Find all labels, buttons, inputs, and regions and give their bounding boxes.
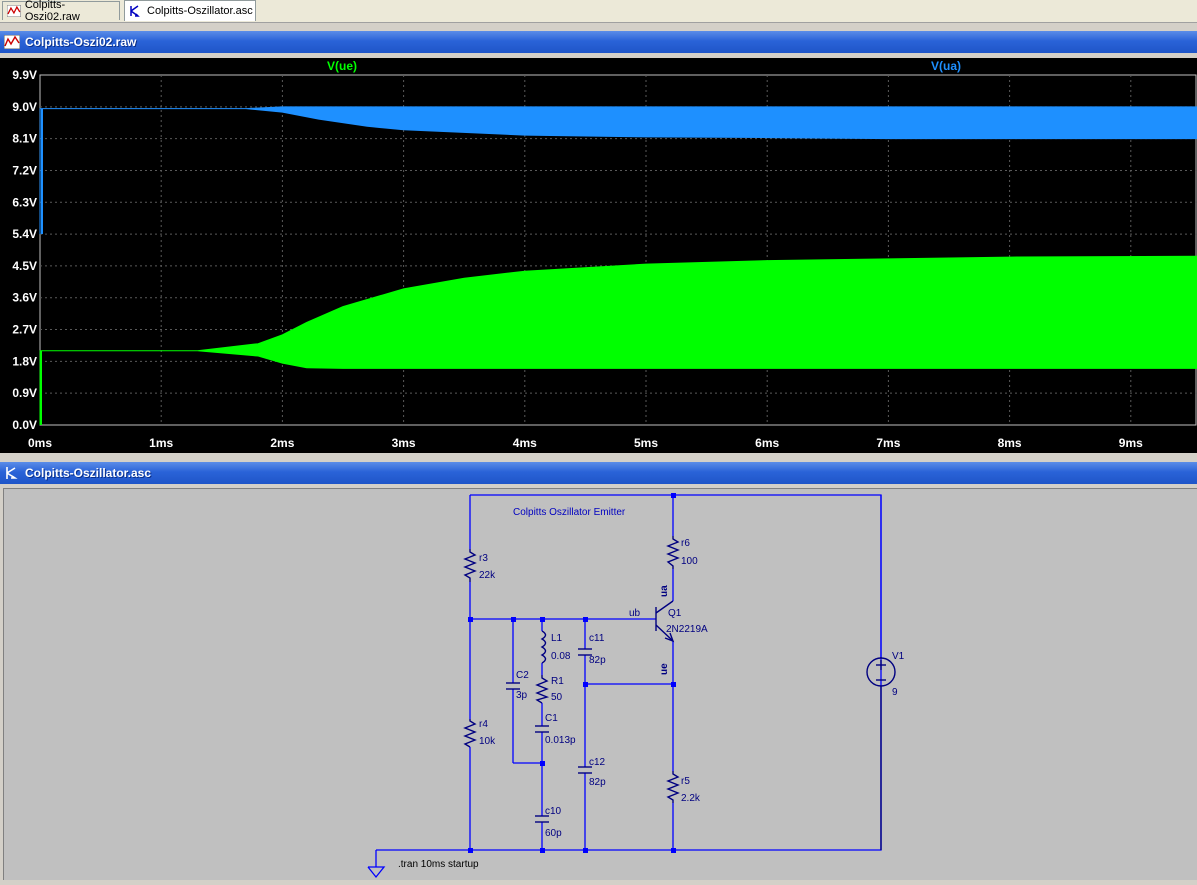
x-tick-label: 7ms [876,436,900,450]
schematic-icon [6,467,18,479]
label-V1-name[interactable]: V1 [892,651,905,662]
net-label-ub[interactable]: ub [629,608,641,619]
y-tick-label: 5.4V [12,227,37,241]
component-symbols [463,536,896,850]
trace-ue[interactable] [39,255,1197,426]
tab-label: Colpitts-Oszillator.asc [147,5,253,17]
x-tick-label: 5ms [634,436,658,450]
trace-ua[interactable] [39,106,1197,235]
y-tick-label: 4.5V [12,259,37,273]
resistor-r4-symbol [463,719,477,748]
legend-ua[interactable]: V(ua) [931,59,961,73]
x-tick-label: 9ms [1119,436,1143,450]
x-tick-label: 0ms [28,436,52,450]
label-R1-value[interactable]: 50 [551,692,563,703]
plot-window-title: Colpitts-Oszi02.raw [25,35,137,49]
y-tick-label: 6.3V [12,195,37,209]
spice-directive[interactable]: .tran 10ms startup [398,859,479,870]
label-C1-value[interactable]: 0.013p [545,735,576,746]
label-Q1-name[interactable]: Q1 [668,608,682,619]
inductor-L1-symbol [540,630,547,664]
label-r6-value[interactable]: 100 [681,556,698,567]
tab-raw-file[interactable]: Colpitts-Oszi02.raw [2,0,120,23]
label-r4-name[interactable]: r4 [479,719,488,730]
tab-asc-file[interactable]: Colpitts-Oszillator.asc [124,0,256,21]
label-R1-name[interactable]: R1 [551,676,564,687]
transistor-Q1-symbol [655,600,675,643]
x-tick-label: 6ms [755,436,779,450]
x-tick-label: 4ms [513,436,537,450]
tab-label: Colpitts-Oszi02.raw [24,0,80,23]
label-C2-value[interactable]: 3p [516,690,528,701]
voltage-source-V1-symbol [866,657,896,850]
x-tick-label: 1ms [149,436,173,450]
y-tick-label: 3.6V [12,291,37,305]
label-V1-value[interactable]: 9 [892,687,898,698]
y-tick-label: 9.0V [12,100,37,114]
y-tick-label: 1.8V [12,354,37,368]
label-c12-name[interactable]: c12 [589,757,606,768]
schematic-labels: Colpitts Oszillator Emitter r3 22k r4 10… [398,507,905,870]
plot-window-titlebar[interactable]: Colpitts-Oszi02.raw [0,31,1197,53]
capacitor-c10-symbol [535,815,549,823]
waveform-plot-pane[interactable]: 9.9V 9.0V 8.1V 7.2V 6.3V 5.4V 4.5V 3.6V 2.7V 1.8V… [0,58,1197,453]
document-tab-strip: Colpitts-Oszi02.raw Colpitts-Oszillator.… [0,0,1197,23]
label-c11-name[interactable]: c11 [589,633,605,644]
waveform-chart[interactable]: 9.9V 9.0V 8.1V 7.2V 6.3V 5.4V 4.5V 3.6V 2.7V 1.8V… [0,58,1197,453]
plot-frame [39,74,1197,426]
net-label-ue[interactable]: ue [659,663,670,675]
label-r3-name[interactable]: r3 [479,553,488,564]
capacitor-c12-symbol [578,766,592,774]
schematic-window-titlebar[interactable]: Colpitts-Oszillator.asc [0,462,1197,484]
resistor-r5-symbol [666,771,680,803]
resistor-r3-symbol [463,549,477,582]
x-tick-label: 8ms [998,436,1022,450]
resistor-r6-symbol [666,536,680,569]
schematic-drawing[interactable]: Colpitts Oszillator Emitter r3 22k r4 10… [4,489,1197,880]
schematic-icon [130,5,140,17]
junction-dots [468,493,676,853]
label-L1-name[interactable]: L1 [551,633,563,644]
label-c12-value[interactable]: 82p [589,777,606,788]
schematic-title-comment[interactable]: Colpitts Oszillator Emitter [513,507,626,518]
label-r5-name[interactable]: r5 [681,776,690,787]
label-C2-name[interactable]: C2 [516,670,529,681]
net-label-ua[interactable]: ua [659,585,670,597]
legend-ue[interactable]: V(ue) [327,59,357,73]
waveform-icon [7,5,21,17]
label-C1-name[interactable]: C1 [545,713,558,724]
schematic-canvas[interactable]: Colpitts Oszillator Emitter r3 22k r4 10… [3,488,1197,880]
y-tick-label: 9.9V [12,68,37,82]
label-r4-value[interactable]: 10k [479,736,496,747]
label-Q1-value[interactable]: 2N2219A [666,624,708,635]
y-tick-label: 8.1V [12,132,37,146]
label-c10-name[interactable]: c10 [545,806,562,817]
label-r3-value[interactable]: 22k [479,570,496,581]
x-tick-label: 2ms [270,436,294,450]
y-tick-label: 0.9V [12,386,37,400]
label-L1-value[interactable]: 0.08 [551,651,571,662]
label-c10-value[interactable]: 60p [545,828,562,839]
wires [367,494,882,879]
y-tick-label: 2.7V [12,323,37,337]
waveform-icon [4,35,20,49]
y-tick-label: 7.2V [12,163,37,177]
capacitor-C1-symbol [535,725,549,733]
resistor-R1-symbol [535,675,550,704]
label-c11-value[interactable]: 82p [589,655,606,666]
y-tick-label: 0.0V [12,418,37,432]
capacitor-C2-symbol [506,682,520,690]
schematic-window-title: Colpitts-Oszillator.asc [25,466,152,480]
label-r5-value[interactable]: 2.2k [681,793,701,804]
x-tick-label: 3ms [392,436,416,450]
capacitor-c11-symbol [578,648,592,656]
label-r6-name[interactable]: r6 [681,538,690,549]
